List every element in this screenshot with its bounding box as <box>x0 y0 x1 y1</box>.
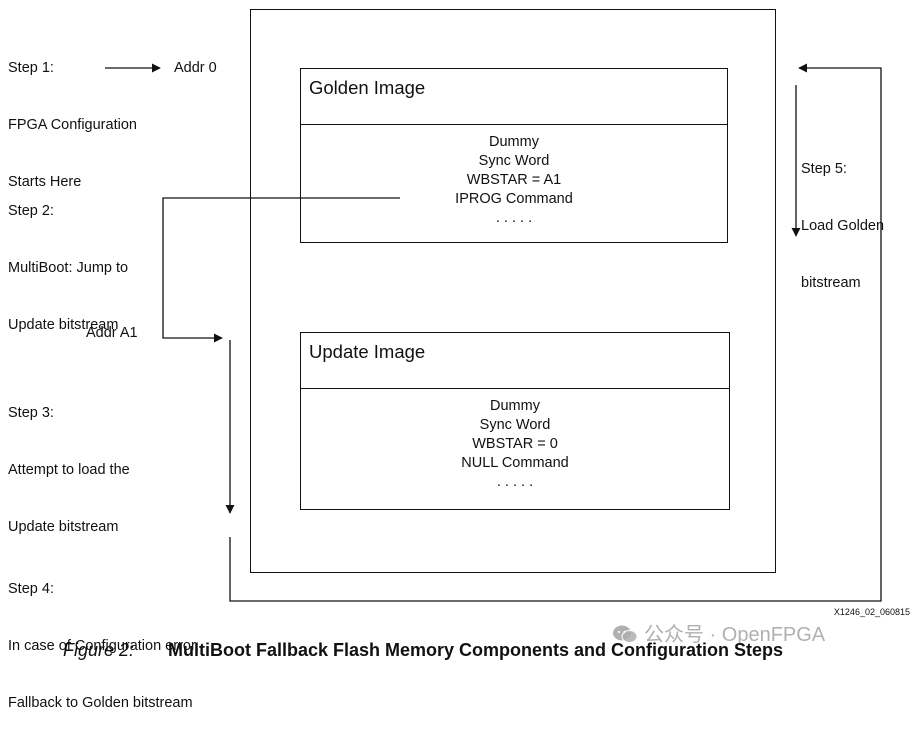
step3-line-1: Step 3: <box>8 405 54 421</box>
update-image-divider <box>301 388 729 389</box>
connector-arrows <box>105 63 882 602</box>
update-line-2: Sync Word <box>479 417 551 433</box>
wechat-icon <box>613 625 638 643</box>
step1-line-1: Step 1: <box>8 60 54 76</box>
step4-line-3: Fallback to Golden bitstream <box>8 695 193 711</box>
golden-line-1: Dummy <box>489 134 539 150</box>
golden-line-2: Sync Word <box>478 153 550 169</box>
step2-label: Step 2: MultiBoot: Jump to Update bitstr… <box>8 164 128 354</box>
golden-image-divider <box>301 124 727 125</box>
step5-label: Step 5: Load Golden bitstream <box>801 122 884 312</box>
step2-line-1: Step 2: <box>8 203 54 219</box>
update-image-title: Update Image <box>309 341 426 362</box>
step2-line-2: MultiBoot: Jump to <box>8 260 129 276</box>
step1-line-2: FPGA Configuration <box>8 117 137 133</box>
update-line-4: NULL Command <box>461 455 569 471</box>
figure-title: MultiBoot Fallback Flash Memory Componen… <box>168 640 784 660</box>
fallback-arrow <box>229 63 882 602</box>
update-line-3: WBSTAR = 0 <box>472 436 558 452</box>
figure-number: Figure 2: <box>63 640 135 660</box>
step1-line-3: Starts Here <box>8 174 82 190</box>
addrA1-label: Addr A1 <box>86 325 138 341</box>
step3-line-3: Update bitstream <box>8 519 119 535</box>
golden-image-contents: Dummy Sync Word WBSTAR = A1 IPROG Comman… <box>301 133 727 228</box>
golden-line-5: . . . . . <box>495 210 533 226</box>
addr0-label: Addr 0 <box>174 60 217 76</box>
update-image-contents: Dummy Sync Word WBSTAR = 0 NULL Command … <box>301 397 729 492</box>
golden-image-title: Golden Image <box>309 77 426 98</box>
step3-line-2: Attempt to load the <box>8 462 130 478</box>
watermark: 公众号 · OpenFPGA <box>612 618 825 647</box>
step5-line-2: Load Golden <box>801 218 885 234</box>
figure-code: X1246_02_060815 <box>833 607 910 617</box>
golden-line-3: WBSTAR = A1 <box>466 172 562 188</box>
update-image-box: Update Image Dummy Sync Word WBSTAR = 0 … <box>300 332 730 510</box>
step2-line-3: Update bitstream <box>8 317 119 333</box>
watermark-text: 公众号 · OpenFPGA <box>644 624 826 646</box>
step4-line-1: Step 4: <box>8 581 54 597</box>
update-line-1: Dummy <box>490 398 540 414</box>
step3-label: Step 3: Attempt to load the Update bitst… <box>8 366 130 556</box>
golden-line-4: IPROG Command <box>455 191 573 207</box>
update-line-5: . . . . . <box>496 474 534 490</box>
step5-line-1: Step 5: <box>801 161 847 177</box>
step1-label: Step 1: FPGA Configuration Starts Here <box>8 21 137 211</box>
golden-image-box: Golden Image Dummy Sync Word WBSTAR = A1… <box>300 68 728 243</box>
jump-arrow <box>162 197 400 343</box>
step5-line-3: bitstream <box>801 275 861 291</box>
step4-line-2: In case of Configuration error, <box>8 638 200 654</box>
